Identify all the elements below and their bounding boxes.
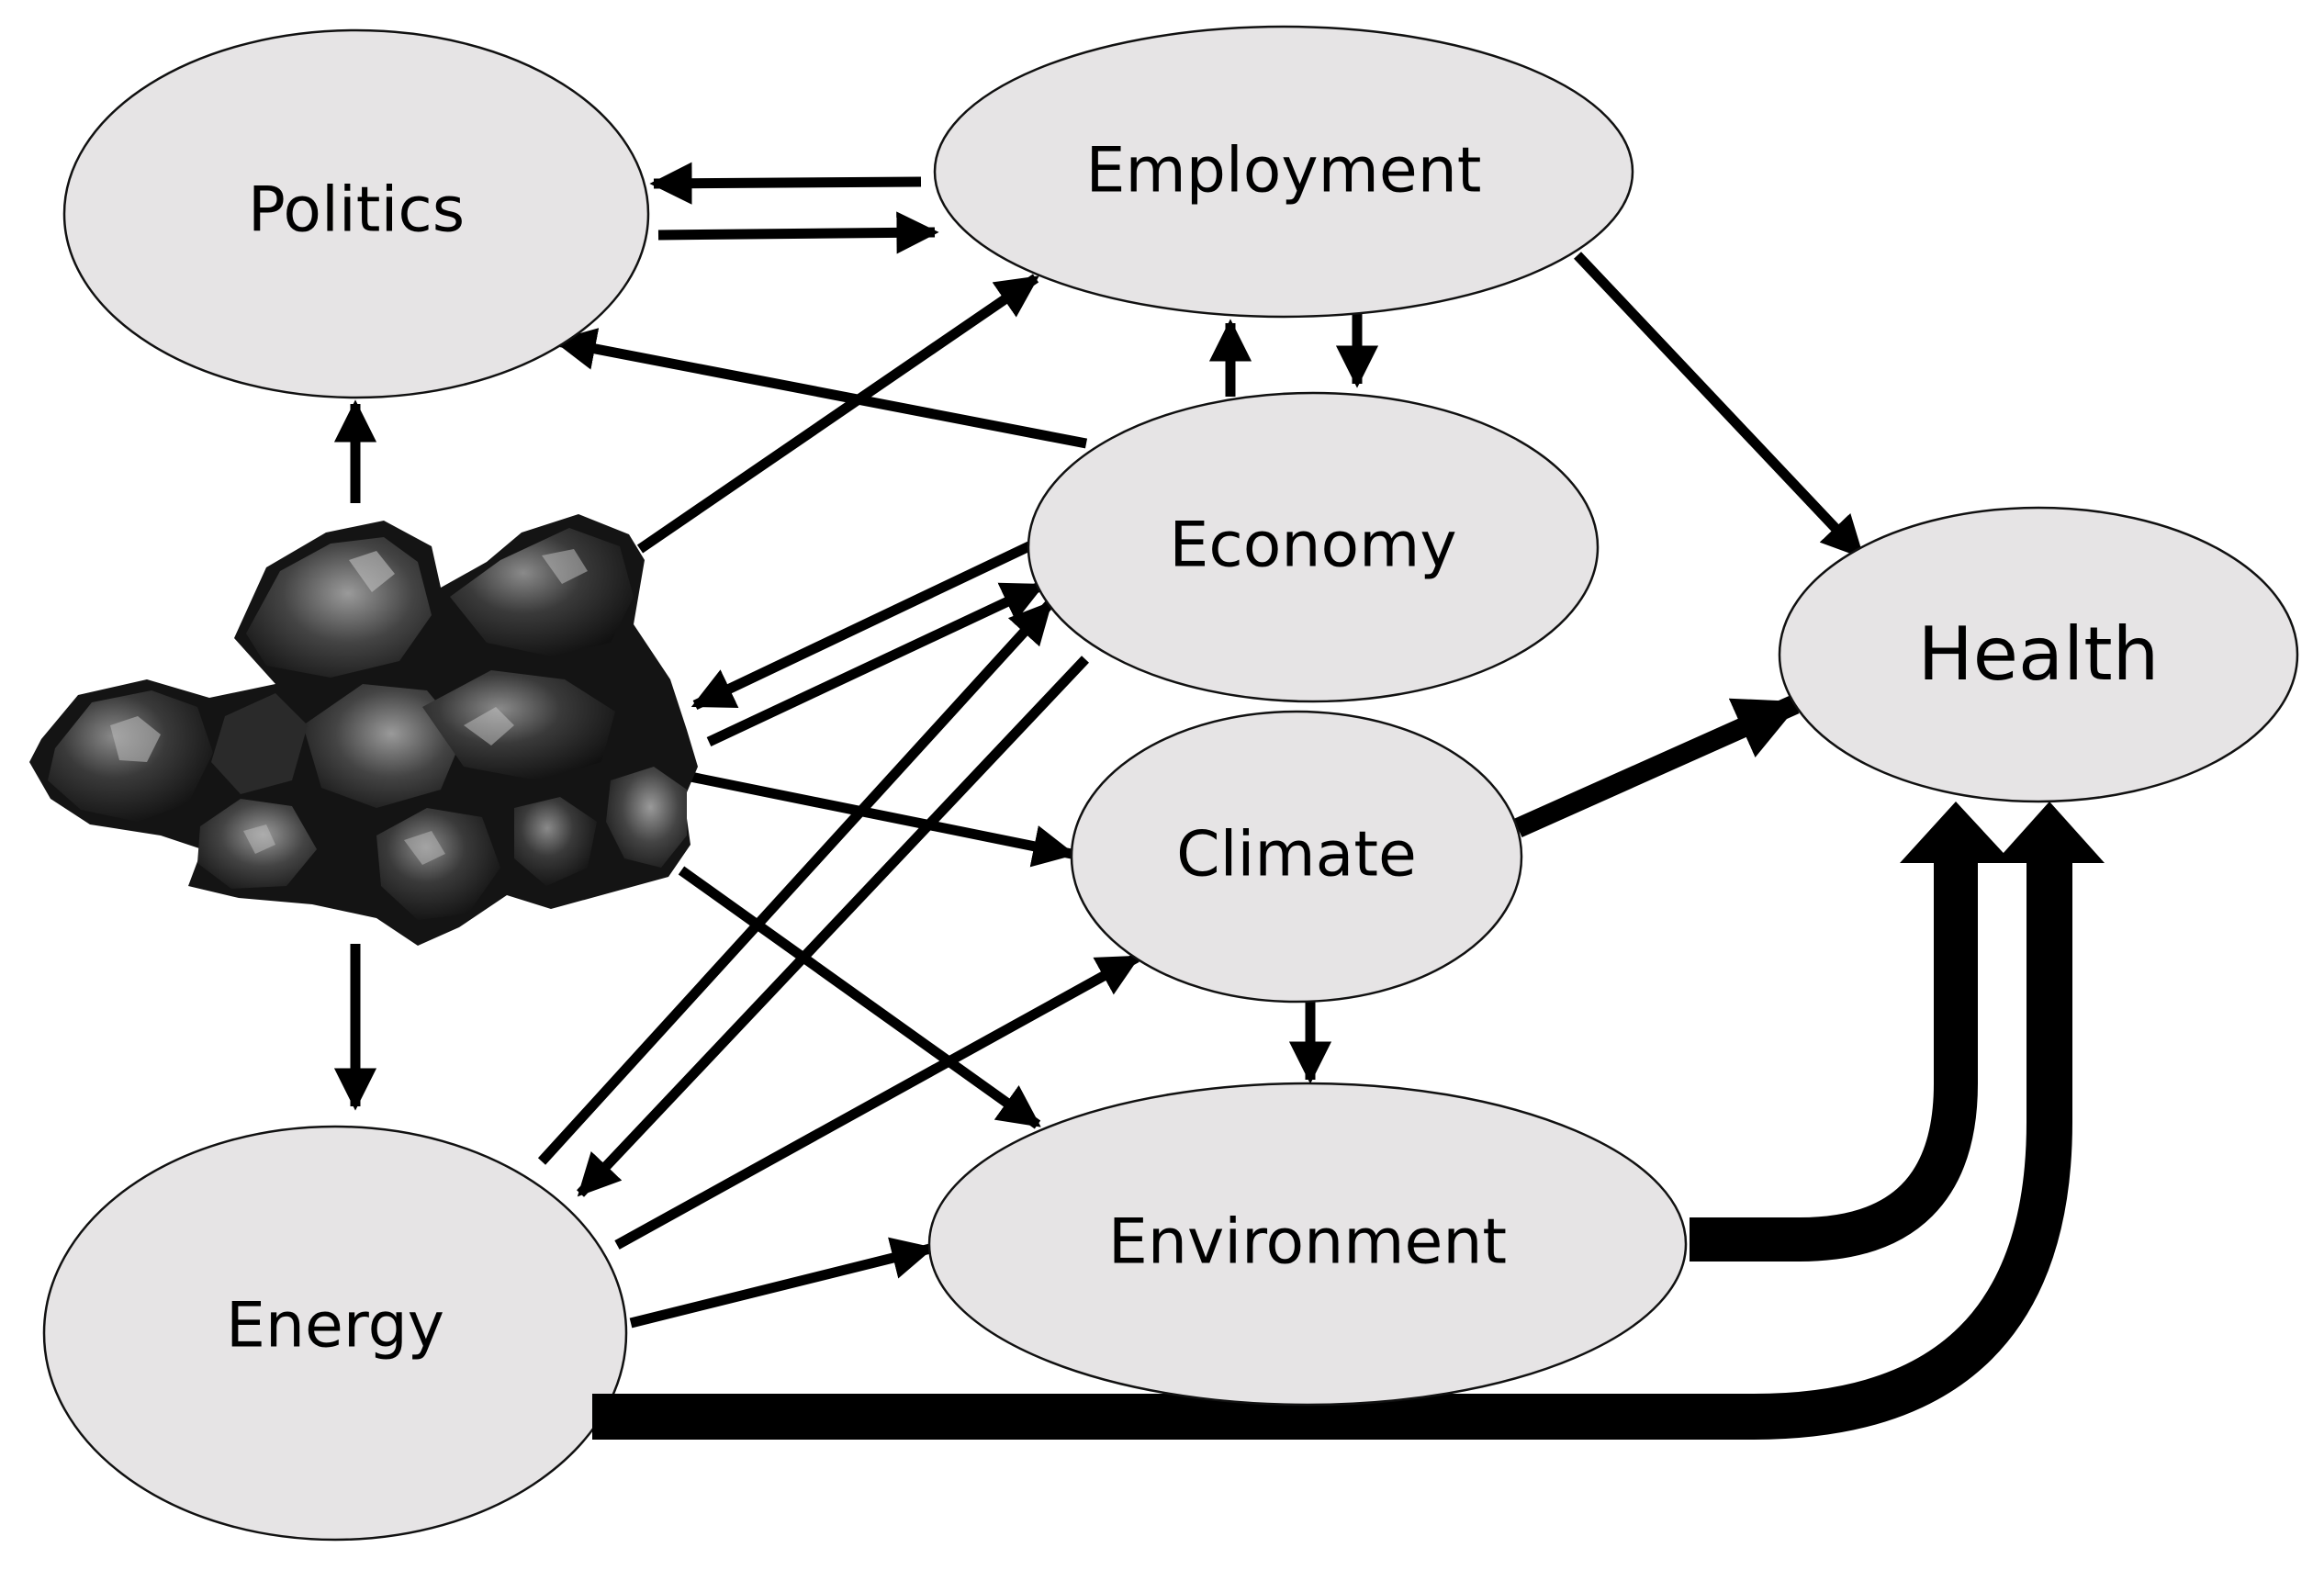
arrow-economy-to-politics [553,328,1088,449]
arrow-climate-to-health [1513,694,1802,838]
arrow-coal-to-environment [678,866,1041,1129]
node-employment: Employment [933,25,1634,319]
arrow-energy-to-climate [614,953,1141,1250]
node-health-label: Health [1918,611,2160,697]
arrowhead-energy-health [1994,802,2105,863]
coal-image [29,514,698,946]
node-economy-label: Economy [1169,510,1456,582]
arrow-economy-to-energy [577,656,1089,1197]
arrow-coal-to-employment [636,274,1039,554]
node-economy: Economy [1027,391,1600,703]
node-politics: Politics [62,28,650,399]
node-health: Health [1778,506,2299,803]
node-environment-label: Environment [1108,1206,1507,1279]
arrow-economy-to-coal [690,540,1036,710]
node-energy-label: Energy [226,1290,444,1363]
arrow-politics-to-employment [657,211,939,254]
arrow-employment-to-health [1574,252,1865,559]
thick-arrows [592,694,2105,1440]
arrow-energy-to-economy [537,600,1054,1165]
node-climate: Climate [1070,710,1523,1004]
arrow-energy-to-health [592,858,2072,1440]
arrow-coal-to-climate [675,768,1076,868]
node-politics-label: Politics [248,174,465,247]
arrows [333,162,1865,1329]
arrow-employment-to-politics [649,162,922,205]
node-employment-label: Employment [1086,135,1482,207]
node-energy: Energy [42,1125,628,1542]
node-environment: Environment [927,1082,1688,1407]
arrow-energy-to-environment [629,1237,935,1329]
arrow-coal-to-economy [706,581,1046,746]
node-climate-label: Climate [1176,819,1417,892]
arrowhead-environment-health [1900,802,2013,863]
arrow-environment-to-health [1690,858,1978,1262]
